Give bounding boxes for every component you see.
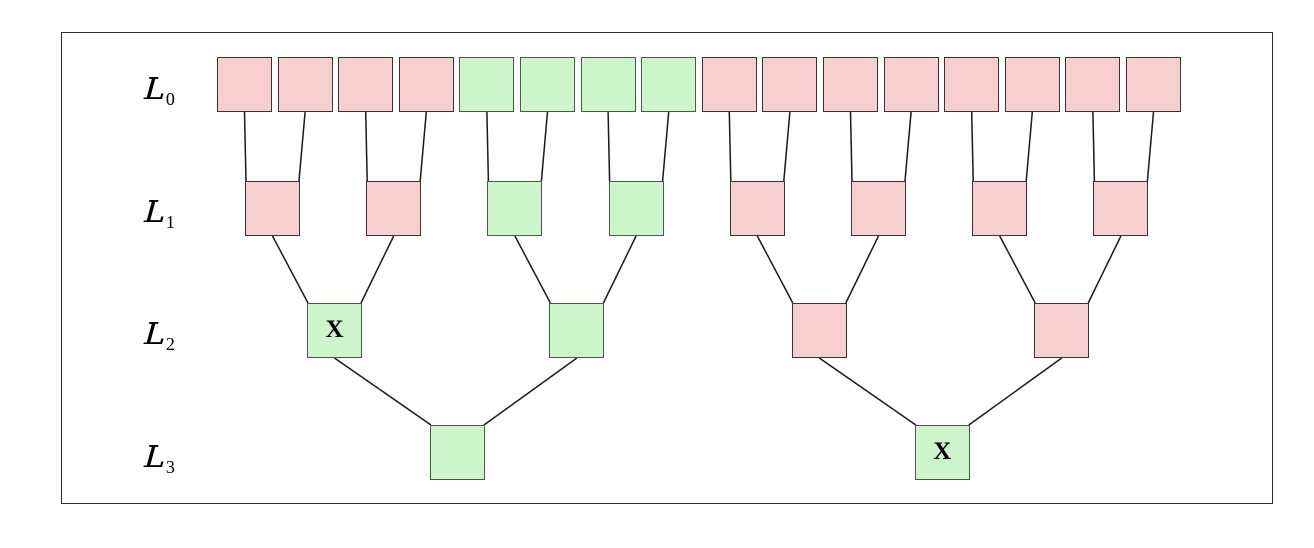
- tree-node[interactable]: [791, 303, 847, 358]
- tree-node[interactable]: [608, 181, 664, 236]
- tree-node[interactable]: [338, 57, 394, 112]
- row-label-subscript: 2: [165, 334, 175, 354]
- tree-node[interactable]: [520, 57, 575, 112]
- row-label-letter: L: [143, 195, 167, 230]
- tree-node-text: X: [933, 438, 952, 465]
- tree-node[interactable]: [701, 57, 757, 112]
- tree-node[interactable]: [1093, 181, 1149, 236]
- row-label-letter: L: [143, 72, 167, 107]
- tree-node-marked[interactable]: X: [307, 303, 362, 358]
- tree-node-text: X: [325, 316, 344, 343]
- tree-node[interactable]: [851, 181, 906, 236]
- tree-node[interactable]: [729, 181, 785, 236]
- tree-node[interactable]: [944, 57, 1000, 112]
- tree-node[interactable]: [641, 57, 697, 112]
- tree-node[interactable]: [883, 57, 939, 112]
- row-label-letter: L: [143, 317, 167, 352]
- tree-node[interactable]: [580, 57, 636, 112]
- tree-node[interactable]: [1004, 57, 1060, 112]
- tree-node[interactable]: [1065, 57, 1121, 112]
- tree-node[interactable]: [1034, 303, 1090, 358]
- tree-node[interactable]: [487, 181, 543, 236]
- tree-node[interactable]: [277, 57, 333, 112]
- tree-node[interactable]: [762, 57, 818, 112]
- tree-node[interactable]: [1126, 57, 1181, 112]
- tree-node-marked[interactable]: X: [914, 425, 970, 480]
- tree-node[interactable]: [823, 57, 878, 112]
- tree-node[interactable]: [549, 303, 605, 358]
- tree-node[interactable]: [459, 57, 515, 112]
- row-label-subscript: 0: [165, 89, 175, 109]
- tree-node[interactable]: [430, 425, 485, 480]
- tree-node[interactable]: [398, 57, 454, 112]
- tree-node[interactable]: [245, 181, 300, 236]
- row-label-subscript: 3: [165, 457, 175, 477]
- tree-node[interactable]: [972, 181, 1028, 236]
- row-label-subscript: 1: [165, 212, 175, 232]
- tree-node[interactable]: [366, 181, 422, 236]
- row-label-letter: L: [143, 440, 167, 475]
- tree-node[interactable]: [217, 57, 272, 112]
